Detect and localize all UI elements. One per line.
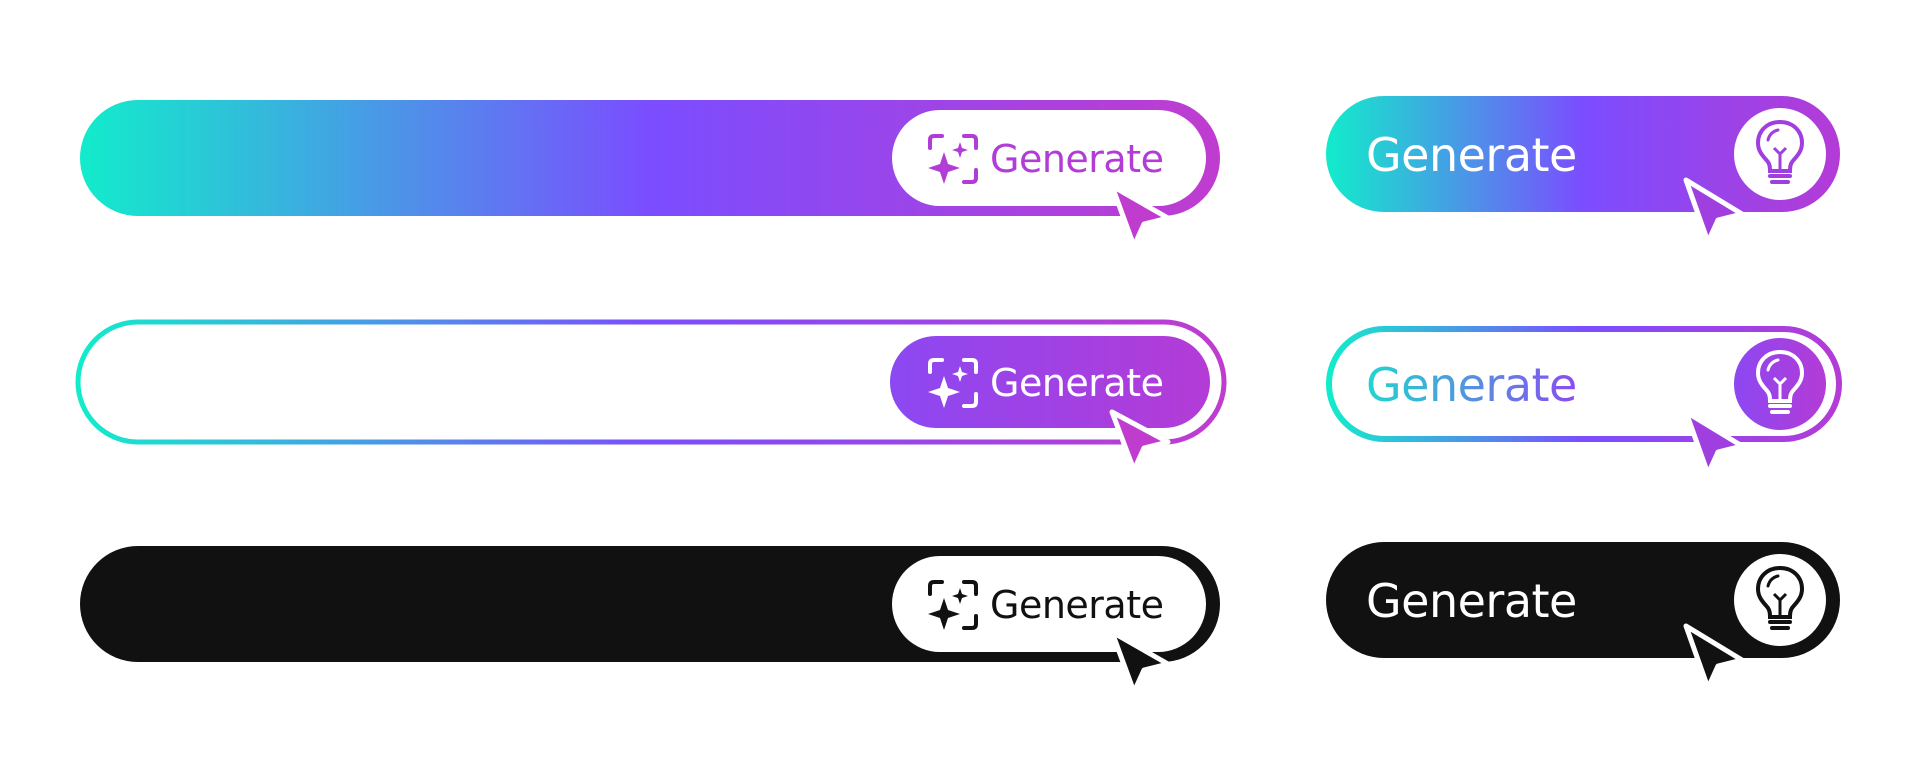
lightbulb-icon <box>1754 118 1806 190</box>
compact-bar-outline[interactable]: Generate <box>1326 326 1846 486</box>
wide-bar-outline[interactable]: Generate <box>74 318 1234 478</box>
wide-bar-gradient[interactable]: Generate <box>80 100 1230 249</box>
compact-bar-gradient[interactable]: Generate <box>1326 96 1846 256</box>
lightbulb-icon <box>1754 564 1806 636</box>
generate-label: Generate <box>1366 574 1577 628</box>
generate-label: Generate <box>990 137 1164 181</box>
sparkles-frame-icon <box>926 132 980 186</box>
compact-bar-black[interactable]: Generate <box>1326 542 1846 702</box>
lightbulb-icon <box>1754 348 1806 420</box>
generate-label: Generate <box>1366 358 1577 412</box>
generate-label: Generate <box>990 583 1164 627</box>
wide-bar-black[interactable]: Generate <box>80 546 1230 696</box>
generate-label: Generate <box>990 361 1164 405</box>
generate-label: Generate <box>1366 128 1577 182</box>
sparkles-frame-icon <box>926 356 980 410</box>
sparkles-frame-icon <box>926 578 980 632</box>
